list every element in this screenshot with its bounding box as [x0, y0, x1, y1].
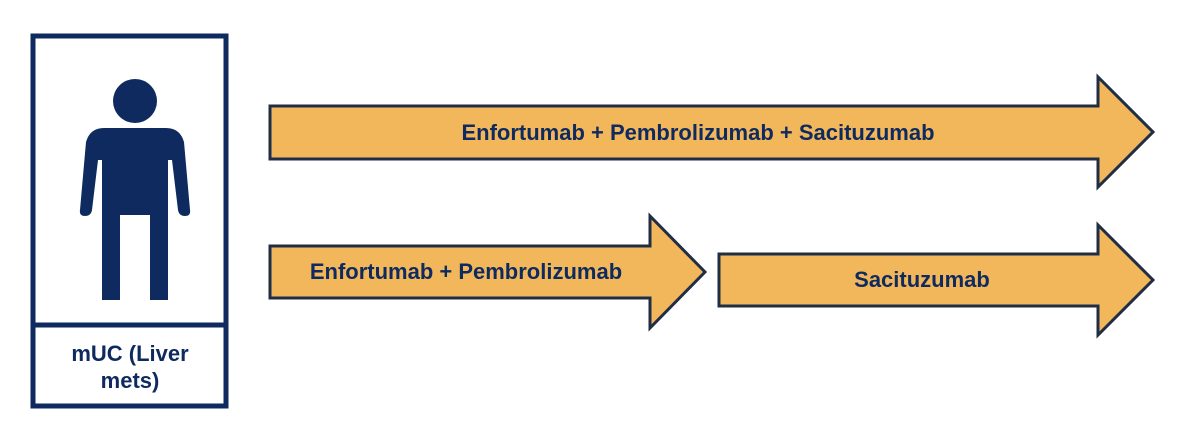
patient-card-border — [30, 33, 229, 409]
second-line-label: Sacituzumab — [854, 267, 990, 292]
combined-therapy-arrow: Enfortumab + Pembrolizumab + Sacituzumab — [268, 73, 1156, 191]
first-line-label: Enfortumab + Pembrolizumab — [310, 259, 622, 284]
patient-label-line2: mets) — [101, 368, 160, 393]
patient-card: mUC (Liver mets) — [30, 33, 229, 409]
combined-therapy-arrow-shape — [268, 73, 1156, 191]
person-leg-gap — [131, 215, 139, 301]
first-line-arrow-shape — [268, 212, 708, 332]
person-icon — [79, 79, 191, 301]
patient-label-line1: mUC (Liver — [71, 341, 189, 366]
person-body — [79, 128, 191, 300]
first-line-arrow: Enfortumab + Pembrolizumab — [268, 212, 708, 332]
person-head — [113, 79, 157, 123]
second-line-arrow-shape — [717, 221, 1156, 339]
combined-therapy-label: Enfortumab + Pembrolizumab + Sacituzumab — [461, 120, 934, 145]
second-line-arrow: Sacituzumab — [717, 221, 1156, 339]
